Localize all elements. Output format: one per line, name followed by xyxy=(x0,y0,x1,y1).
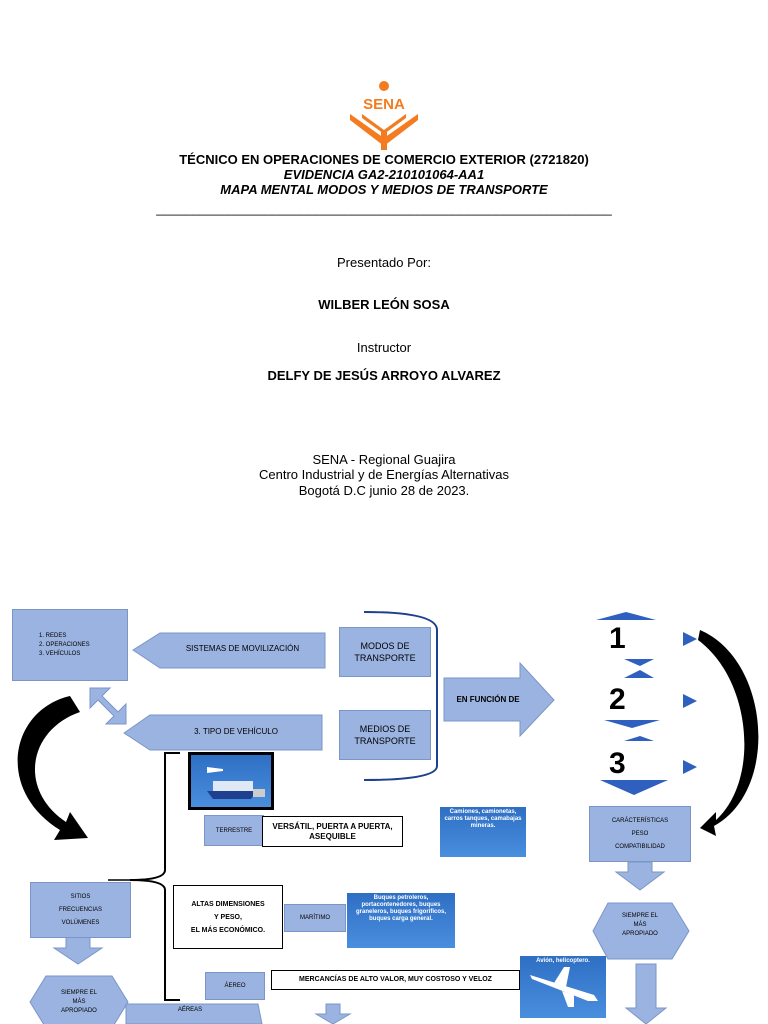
siempre-line: SIEMPRE EL xyxy=(60,990,97,996)
mindmap-connectors xyxy=(17,611,759,1024)
number-3: 3 xyxy=(609,747,626,780)
maritimo-line: EL MÁS ECONÓMICO. xyxy=(190,926,266,934)
airplane-image: Avión, helicoptero. xyxy=(520,956,606,1018)
airplane-icon xyxy=(530,967,598,1007)
aereas-label: AÉREAS xyxy=(177,1007,203,1013)
number-2: 2 xyxy=(609,683,626,716)
tipo-arrow-shape xyxy=(123,714,323,751)
right-curved-arrow xyxy=(698,630,759,836)
sena-logo: SENA xyxy=(346,80,422,152)
institution-line-1: SENA - Regional Guajira xyxy=(312,452,456,467)
author-name: WILBER LEÓN SOSA xyxy=(318,297,450,312)
vehicles-icon xyxy=(207,767,265,799)
en-funcion-arrow-shape xyxy=(443,661,555,738)
institution-line-3: Bogotá D.C junio 28 de 2023. xyxy=(298,483,470,498)
en-funcion-label: EN FUNCIÓN DE xyxy=(456,695,520,704)
trucks-caption: Camiones, camionetas, carros tanques, ca… xyxy=(444,809,522,829)
ships-caption: Buques petroleros, portacontenedores, bu… xyxy=(355,895,447,922)
vehicles-image xyxy=(188,752,274,810)
instructor-name: DELFY DE JESÚS ARROYO ALVAREZ xyxy=(267,368,501,383)
maritimo-box: MARÍTIMO xyxy=(284,904,346,932)
maritimo-line: ALTAS DIMENSIONES xyxy=(191,900,265,908)
siempre-left-hexagon: SIEMPRE EL MÁS APROPIADO xyxy=(44,989,114,1016)
siempre-line: MÁS xyxy=(72,999,86,1005)
caracteristicas-box: CARÁCTERÍSTICAS PESO COMPATIBILIDAD xyxy=(589,806,691,862)
document-subject: MAPA MENTAL MODOS Y MEDIOS DE TRANSPORTE xyxy=(220,182,548,197)
siempre-right-hexagon: SIEMPRE EL MÁS APROPIADO xyxy=(608,912,672,939)
title-rule: ________________________________________… xyxy=(156,201,612,216)
list-item: 2. OPERACIONES xyxy=(39,641,90,648)
list-item: 3. VEHÍCULOS xyxy=(39,650,81,657)
program-title: TÉCNICO EN OPERACIONES DE COMERCIO EXTER… xyxy=(179,152,589,167)
maritimo-description: ALTAS DIMENSIONES Y PESO, EL MÁS ECONÓMI… xyxy=(173,885,283,949)
list-item: 1. REDES xyxy=(39,632,67,639)
trucks-image: Camiones, camionetas, carros tanques, ca… xyxy=(440,807,526,857)
tipo-vehiculo-label: 3. TIPO DE VEHÍCULO xyxy=(194,727,278,736)
vehicle-types-brace xyxy=(129,752,180,1001)
left-curved-arrow xyxy=(17,696,88,840)
sitios-line: FRECUENCIAS xyxy=(58,906,102,913)
siempre-line: APROPIADO xyxy=(622,931,658,937)
presented-by-label: Presentado Por: xyxy=(337,255,431,270)
sena-logo-icon: SENA xyxy=(350,81,418,150)
list-box: 1. REDES 2. OPERACIONES 3. VEHÍCULOS xyxy=(12,609,128,681)
number-1: 1 xyxy=(609,622,626,655)
sitios-line: VOLÚMENES xyxy=(61,919,100,926)
evidence-code: EVIDENCIA GA2-210101064-AA1 xyxy=(283,167,485,182)
siempre-line: MÁS xyxy=(633,922,647,928)
caracteristicas-line: PESO xyxy=(631,830,649,837)
aereo-box: ÁEREO xyxy=(205,972,265,1000)
terrestre-description: VERSÁTIL, PUERTA A PUERTA, ASEQUIBLE xyxy=(262,816,403,847)
medios-box: MEDIOS DE TRANSPORTE xyxy=(339,710,431,760)
sistemas-label: SISTEMAS DE MOVILIZACIÓN xyxy=(185,644,300,653)
sitios-box: SITIOS FRECUENCIAS VOLÚMENES xyxy=(30,882,131,938)
caracteristicas-line: CARÁCTERÍSTICAS xyxy=(611,817,669,824)
aereo-description: MERCANCÍAS DE ALTO VALOR, MUY COSTOSO Y … xyxy=(271,970,520,990)
modos-bracket xyxy=(363,611,438,781)
diagonal-arrow-shape xyxy=(89,687,127,725)
logo-text: SENA xyxy=(363,96,405,113)
ships-image: Buques petroleros, portacontenedores, bu… xyxy=(347,893,455,948)
siempre-line: APROPIADO xyxy=(61,1008,97,1014)
sistemas-arrow-shape xyxy=(132,632,326,669)
sitios-line: SITIOS xyxy=(70,893,91,900)
airplane-caption: Avión, helicoptero. xyxy=(536,958,590,964)
modos-box: MODOS DE TRANSPORTE xyxy=(339,627,431,677)
terrestre-box: TERRESTRE xyxy=(204,815,264,846)
institution-line-2: Centro Industrial y de Energías Alternat… xyxy=(258,467,510,482)
maritimo-line: Y PESO, xyxy=(214,913,242,921)
instructor-label: Instructor xyxy=(356,340,412,355)
caracteristicas-line: COMPATIBILIDAD xyxy=(615,843,665,850)
siempre-line: SIEMPRE EL xyxy=(621,913,658,919)
